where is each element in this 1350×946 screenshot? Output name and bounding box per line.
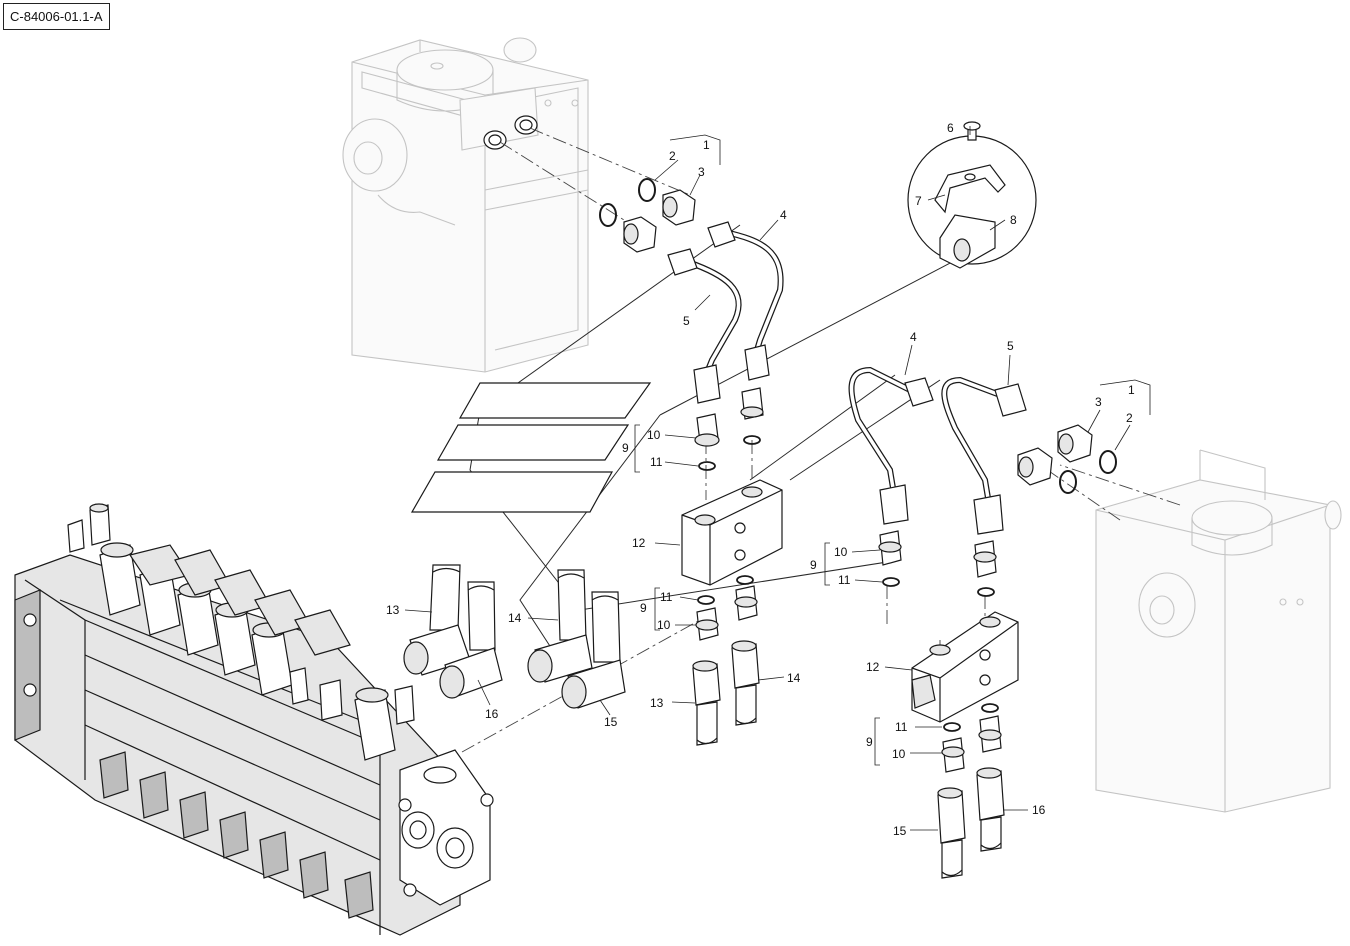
o-ring-upper-left [599, 178, 656, 227]
upper-housing-ports [483, 115, 538, 150]
callout-7: 7 [915, 194, 922, 208]
callout-5-upper: 5 [683, 314, 690, 328]
callout-12-upper: 12 [632, 536, 646, 550]
callout-14-elbow: 14 [508, 611, 522, 625]
callout-15-straight: 15 [893, 824, 907, 838]
callout-11-middle: 11 [660, 590, 673, 604]
callout-9-right: 9 [810, 558, 817, 572]
pipe-4-lower [848, 366, 934, 525]
callout-leaders [404, 126, 1151, 831]
valve-block-12-upper [681, 479, 783, 586]
valve-end-cover [398, 749, 494, 906]
callout-10-upper: 10 [647, 428, 661, 442]
callout-labels: 1 2 3 4 5 6 7 8 4 5 1 3 2 9 10 11 12 10 … [386, 121, 1135, 838]
callout-15-elbow: 15 [604, 715, 618, 729]
fittings-9-right [878, 530, 997, 597]
fittings-9-middle [695, 575, 758, 641]
upper-cylinder-housing [342, 37, 589, 373]
callout-10-right: 10 [834, 545, 848, 559]
callout-9-lower: 9 [866, 735, 873, 749]
callout-1-right: 1 [1128, 383, 1135, 397]
control-valve-bank [14, 503, 494, 936]
callout-13-elbow: 13 [386, 603, 400, 617]
shim-plates [410, 382, 652, 513]
valve-block-12-lower [911, 611, 1019, 723]
hose-13-elbow [403, 564, 471, 676]
callout-6: 6 [947, 121, 954, 135]
callout-13-straight: 13 [650, 696, 664, 710]
callout-5-lower: 5 [1007, 339, 1014, 353]
valve-top-fittings [67, 503, 415, 725]
callout-14-straight: 14 [787, 671, 801, 685]
callout-4-lower: 4 [910, 330, 917, 344]
callout-10-lower: 10 [892, 747, 906, 761]
callout-16-straight: 16 [1032, 803, 1046, 817]
pipe-5-lower [941, 376, 1027, 535]
pipe-4-upper [707, 221, 784, 381]
hose-13-straight [692, 660, 721, 746]
adapter-upper-left [623, 189, 696, 253]
fittings-9-upper [694, 387, 764, 471]
hose-14-straight [731, 640, 760, 726]
callout-2-right: 2 [1126, 411, 1133, 425]
fittings-9-lower [941, 703, 1002, 773]
clamp-detail [907, 121, 1037, 269]
callout-8: 8 [1010, 213, 1017, 227]
hose-16-straight [976, 767, 1005, 852]
valve-bottom-caps [99, 751, 374, 919]
callout-11-lower: 11 [895, 720, 908, 734]
callout-11-right: 11 [838, 573, 851, 587]
valve-back-sections [129, 544, 351, 656]
callout-11-upper: 11 [650, 455, 663, 469]
callout-10-middle: 10 [657, 618, 671, 632]
callout-9-upper: 9 [622, 441, 629, 455]
callout-3-right: 3 [1095, 395, 1102, 409]
right-cylinder-housing [1095, 449, 1342, 813]
hose-16-elbow [439, 581, 503, 699]
o-ring-upper-right [1059, 450, 1117, 494]
hose-14-elbow [527, 569, 593, 683]
drawing-reference-code: C-84006-01.1-A [3, 3, 110, 30]
adapter-upper-right [1017, 424, 1093, 486]
hose-15-straight [937, 787, 966, 879]
callout-2-upper-left: 2 [669, 149, 676, 163]
callout-4-upper: 4 [780, 208, 787, 222]
callout-3-upper-left: 3 [698, 165, 705, 179]
pipe-5-upper [667, 248, 742, 404]
callout-12-lower: 12 [866, 660, 880, 674]
callout-1-upper-left: 1 [703, 138, 710, 152]
callout-9-middle: 9 [640, 601, 647, 615]
callout-16-elbow: 16 [485, 707, 499, 721]
hose-15-elbow [561, 591, 626, 709]
